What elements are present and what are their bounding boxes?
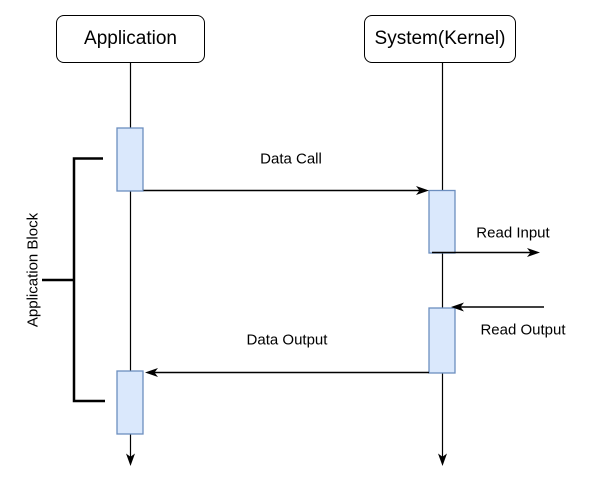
application-lifeline-arrow-icon [126, 453, 135, 466]
actor-box-system: System(Kernel) [364, 15, 516, 63]
data-call-arrowhead-icon [416, 186, 429, 195]
application-block-label: Application Block [24, 212, 42, 328]
message-label-data-output: Data Output [246, 331, 328, 349]
read-output-arrowhead-icon [451, 302, 464, 312]
message-label-read-input: Read Input [476, 224, 550, 242]
actor-box-application: Application [56, 15, 205, 63]
message-label-data-call: Data Call [260, 150, 322, 168]
data-output-arrowhead-icon [145, 368, 158, 377]
actor-label-system: System(Kernel) [374, 28, 506, 49]
read-input-arrowhead-icon [527, 248, 540, 257]
activation-bar-system-1 [428, 189, 456, 254]
application-block-bracket [72, 157, 105, 403]
actor-label-application: Application [84, 28, 177, 49]
system-lifeline-arrow-icon [438, 453, 447, 466]
activation-bar-application-1 [116, 127, 144, 192]
message-label-read-output: Read Output [480, 321, 566, 339]
activation-bar-application-2 [116, 370, 144, 435]
activation-bar-system-2 [428, 307, 456, 374]
